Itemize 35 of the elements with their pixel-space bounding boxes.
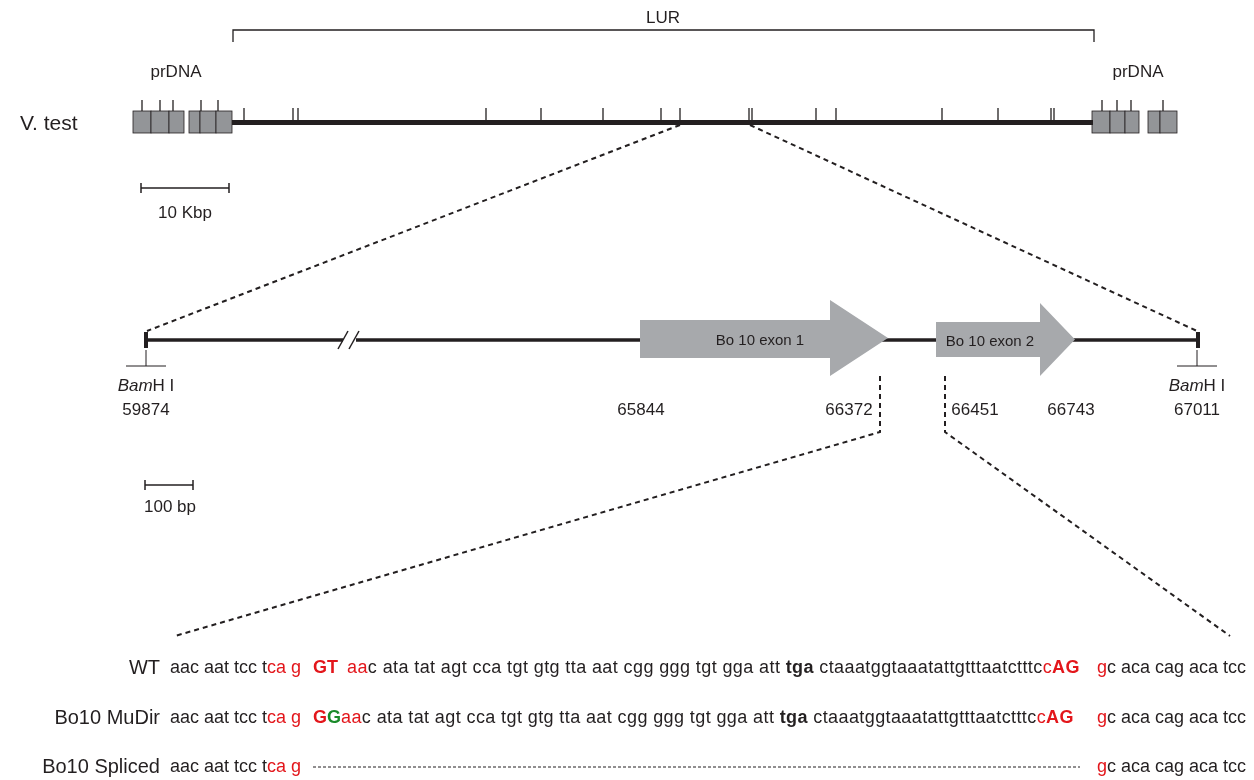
enzyme-site-label: BamH I: [117, 376, 175, 396]
splice-site-text: GT: [313, 656, 338, 678]
label-text: LUR: [646, 8, 680, 28]
sequence-text: aac ata tat agt cca tgt gtg tta aat cgg ggg tgt gga att tga ctaaatggtaaatattgtttaatctttccAG: [347, 656, 1080, 678]
exon-label: Bo 10 exon 1: [715, 330, 805, 348]
sequence-text: gc aca cag aca tcc: [1096, 656, 1246, 678]
exon-block: [640, 300, 888, 376]
label-text: Bo10 MuDir: [54, 705, 160, 729]
sequence-text: aac ata tat agt cca tgt gtg tta aat cgg ggg tgt gga att tga ctaaatggtaaatattgtttaatctttccAG: [341, 706, 1074, 728]
label-text: 66451: [951, 400, 999, 420]
sequence-text: gc aca cag aca tcc: [1096, 755, 1246, 777]
sequence-text: aac aat tcc tca g: [170, 706, 302, 728]
label-text: 66743: [1047, 400, 1095, 420]
label-text: WT: [128, 655, 160, 679]
label-text: prDNA: [1112, 62, 1164, 82]
label-text: prDNA: [150, 62, 202, 82]
label-text: 59874: [122, 400, 170, 420]
label-text: 66372: [825, 400, 873, 420]
sequence-text: aac aat tcc tca g: [170, 656, 302, 678]
label-text: V. test: [20, 110, 78, 136]
sequence-text: gc aca cag aca tcc: [1096, 706, 1246, 728]
label-text: 65844: [617, 400, 665, 420]
label-text: Bo10 Spliced: [42, 754, 160, 778]
zoom-line: [174, 375, 881, 637]
label-text: 100 bp: [144, 497, 196, 517]
enzyme-site-label: BamH I: [1168, 376, 1226, 396]
zoom-line: [749, 124, 1198, 332]
exon-block: [936, 303, 1075, 376]
label-text: 67011: [1174, 400, 1220, 420]
mutation-site-text: GG: [313, 706, 342, 728]
label-text: 10 Kbp: [158, 203, 212, 223]
zoom-line: [944, 375, 1231, 637]
zoom-line: [146, 124, 681, 332]
sequence-text: aac aat tcc tca g: [170, 755, 302, 777]
exon-label: Bo 10 exon 2: [945, 331, 1035, 348]
